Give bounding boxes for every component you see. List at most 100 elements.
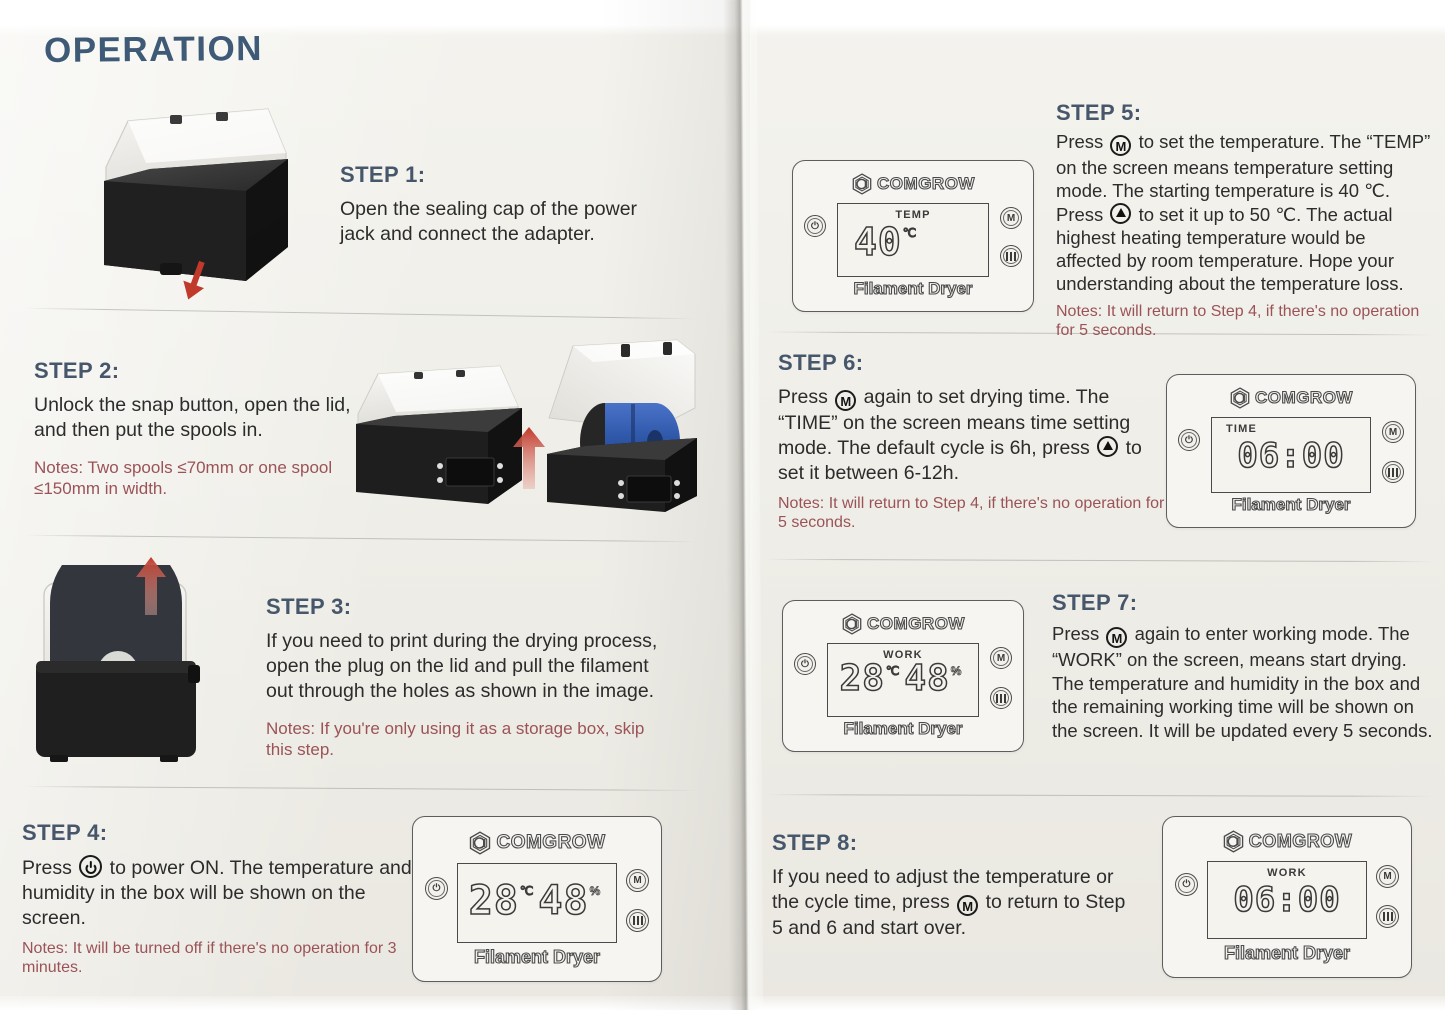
comgrow-hex-icon-8 [1223, 830, 1244, 853]
mode-button-5[interactable]: M [1000, 207, 1022, 229]
step2-heading: STEP 2: [34, 358, 120, 383]
lcd-unit-hum: % [589, 884, 602, 899]
step2-body: Unlock the snap button, open the lid, an… [34, 394, 351, 441]
heat-button-inner [629, 912, 646, 929]
brand-text-5: COMGROW [876, 173, 975, 193]
lcd-mode-label-6: TIME [1226, 423, 1258, 435]
power-button-7[interactable]: ⏻ [794, 653, 816, 675]
lcd-digits-5: 40℃ [838, 219, 988, 265]
display-step5[interactable]: COMGROW TEMP 40℃ Filament Dryer ⏻ M [792, 160, 1034, 312]
heat-button-6[interactable] [1382, 461, 1404, 483]
step3-text-block: STEP 3: If you need to print during the … [266, 594, 658, 761]
dryer-with-spools-illustration [547, 339, 697, 512]
paper-bottom-edge [0, 996, 1445, 1010]
comgrow-logo-5: COMGROW [793, 173, 1033, 195]
mode-button[interactable]: M [626, 869, 649, 892]
step6-text-block: STEP 6: Press M again to set drying time… [778, 350, 1168, 533]
dryer-lid-open-illustration [356, 365, 522, 504]
lcd-digits-6: 06:00 [1212, 435, 1370, 477]
brand-text-7: COMGROW [866, 613, 965, 633]
heat-button-7[interactable] [990, 687, 1012, 709]
photo-step3-spool-pullout [28, 537, 243, 780]
mode-button-inner-5: M [1003, 210, 1019, 226]
step8-body-a: If you need to adjust the temperature or… [772, 866, 1114, 913]
power-button[interactable]: ⏻ [425, 877, 448, 900]
step3-body: If you need to print during the drying p… [266, 630, 658, 702]
lcd-screen-6: TIME 06:00 [1211, 417, 1371, 493]
lcd-value-temp-7: 28 [839, 657, 885, 700]
lcd-value-temp: 28 [468, 877, 519, 925]
mode-button-6[interactable]: M [1382, 421, 1404, 443]
comgrow-hex-icon-7 [842, 613, 862, 635]
comgrow-hex-icon-5 [852, 173, 872, 195]
lcd-mode-label-5: TEMP [895, 209, 931, 221]
device-footer-label-8: Filament Dryer [1223, 942, 1351, 963]
step5-note: Notes: It will return to Step 4, if ther… [1056, 302, 1420, 340]
mode-button-inner-6: M [1385, 424, 1401, 440]
up-key-icon-6 [1097, 435, 1119, 457]
device-footer-label-6: Filament Dryer [1231, 494, 1351, 514]
up-key-icon-5 [1110, 202, 1132, 224]
step1-heading: STEP 1: [340, 162, 426, 187]
lcd-value-hum-7: 48 [904, 657, 950, 700]
mode-button-7[interactable]: M [990, 647, 1012, 669]
heat-button-8[interactable] [1376, 905, 1399, 928]
power-button-8[interactable]: ⏻ [1175, 873, 1198, 896]
display-step8[interactable]: COMGROW WORK 06:00 Filament Dryer ⏻ M [1162, 816, 1412, 978]
page-title: OPERATION [43, 29, 264, 70]
step4-heading: STEP 4: [22, 820, 108, 845]
brand-text-8: COMGROW [1248, 830, 1353, 851]
step8-body-b: to return to Step 5 and 6 and start over… [772, 890, 1126, 939]
mode-key-icon-6: M [835, 390, 857, 411]
step7-body-a: Press [1052, 623, 1105, 644]
step5-body-a: Press [1056, 131, 1109, 152]
mode-key-icon-7: M [1106, 627, 1128, 648]
mode-button-8[interactable]: M [1376, 865, 1399, 888]
mode-button-inner-7: M [993, 650, 1009, 666]
lcd-value-8: 06:00 [1233, 879, 1341, 921]
step3-note: Notes: If you're only using it as a stor… [266, 718, 645, 760]
step8-heading: STEP 8: [772, 830, 858, 855]
power-button-inner-6: ⏻ [1181, 432, 1197, 448]
photo-step1-dryer [88, 95, 308, 300]
heat-button-5[interactable] [1000, 245, 1022, 267]
lcd-digits-8: 06:00 [1208, 879, 1366, 921]
step8-body: If you need to adjust the temperature or… [772, 865, 1132, 941]
mode-button-inner: M [629, 872, 646, 889]
lcd-unit-temp: ℃ [519, 884, 535, 899]
step3-heading: STEP 3: [266, 594, 352, 619]
mode-button-inner-8: M [1379, 868, 1396, 885]
heat-button-inner-7 [993, 690, 1009, 706]
dryer-closed-illustration [104, 108, 288, 281]
step3-red-up-arrow [136, 557, 166, 615]
heat-button-inner-5 [1003, 248, 1019, 264]
step2-text-block: STEP 2: Unlock the snap button, open the… [34, 358, 364, 500]
step7-text-block: STEP 7: Press M again to enter working m… [1052, 590, 1434, 743]
step7-heading: STEP 7: [1052, 590, 1138, 615]
step5-body-b: to set the temperature. The “TEMP” on th… [1056, 131, 1431, 225]
display-step6[interactable]: COMGROW TIME 06:00 Filament Dryer ⏻ M [1166, 374, 1416, 528]
step6-body: Press M again to set drying time. The “T… [778, 385, 1168, 486]
lcd-mode-label-8: WORK [1267, 867, 1307, 879]
lcd-value-6: 06:00 [1237, 435, 1345, 477]
heat-button[interactable] [626, 909, 649, 932]
power-button-inner-8: ⏻ [1178, 876, 1195, 893]
step4-body-post: to power ON. The temperature and humidit… [22, 857, 412, 929]
step1-body: Open the sealing cap of the power jack a… [340, 198, 638, 245]
power-button-5[interactable]: ⏻ [804, 215, 826, 237]
power-key-icon [79, 855, 103, 878]
lcd-value-5: 40 [853, 219, 902, 265]
power-button-6[interactable]: ⏻ [1178, 429, 1200, 451]
power-button-inner-5: ⏻ [807, 218, 823, 234]
comgrow-hex-icon [470, 831, 491, 855]
device-footer-label-5: Filament Dryer [853, 278, 973, 298]
step4-body: Press to power ON. The temperature and h… [22, 855, 422, 931]
step7-body-b: again to enter working mode. The “WORK” … [1052, 623, 1433, 742]
step4-text-block: STEP 4: Press to power ON. The temperatu… [22, 820, 422, 978]
step5-text-block: STEP 5: Press M to set the temperature. … [1056, 100, 1431, 341]
